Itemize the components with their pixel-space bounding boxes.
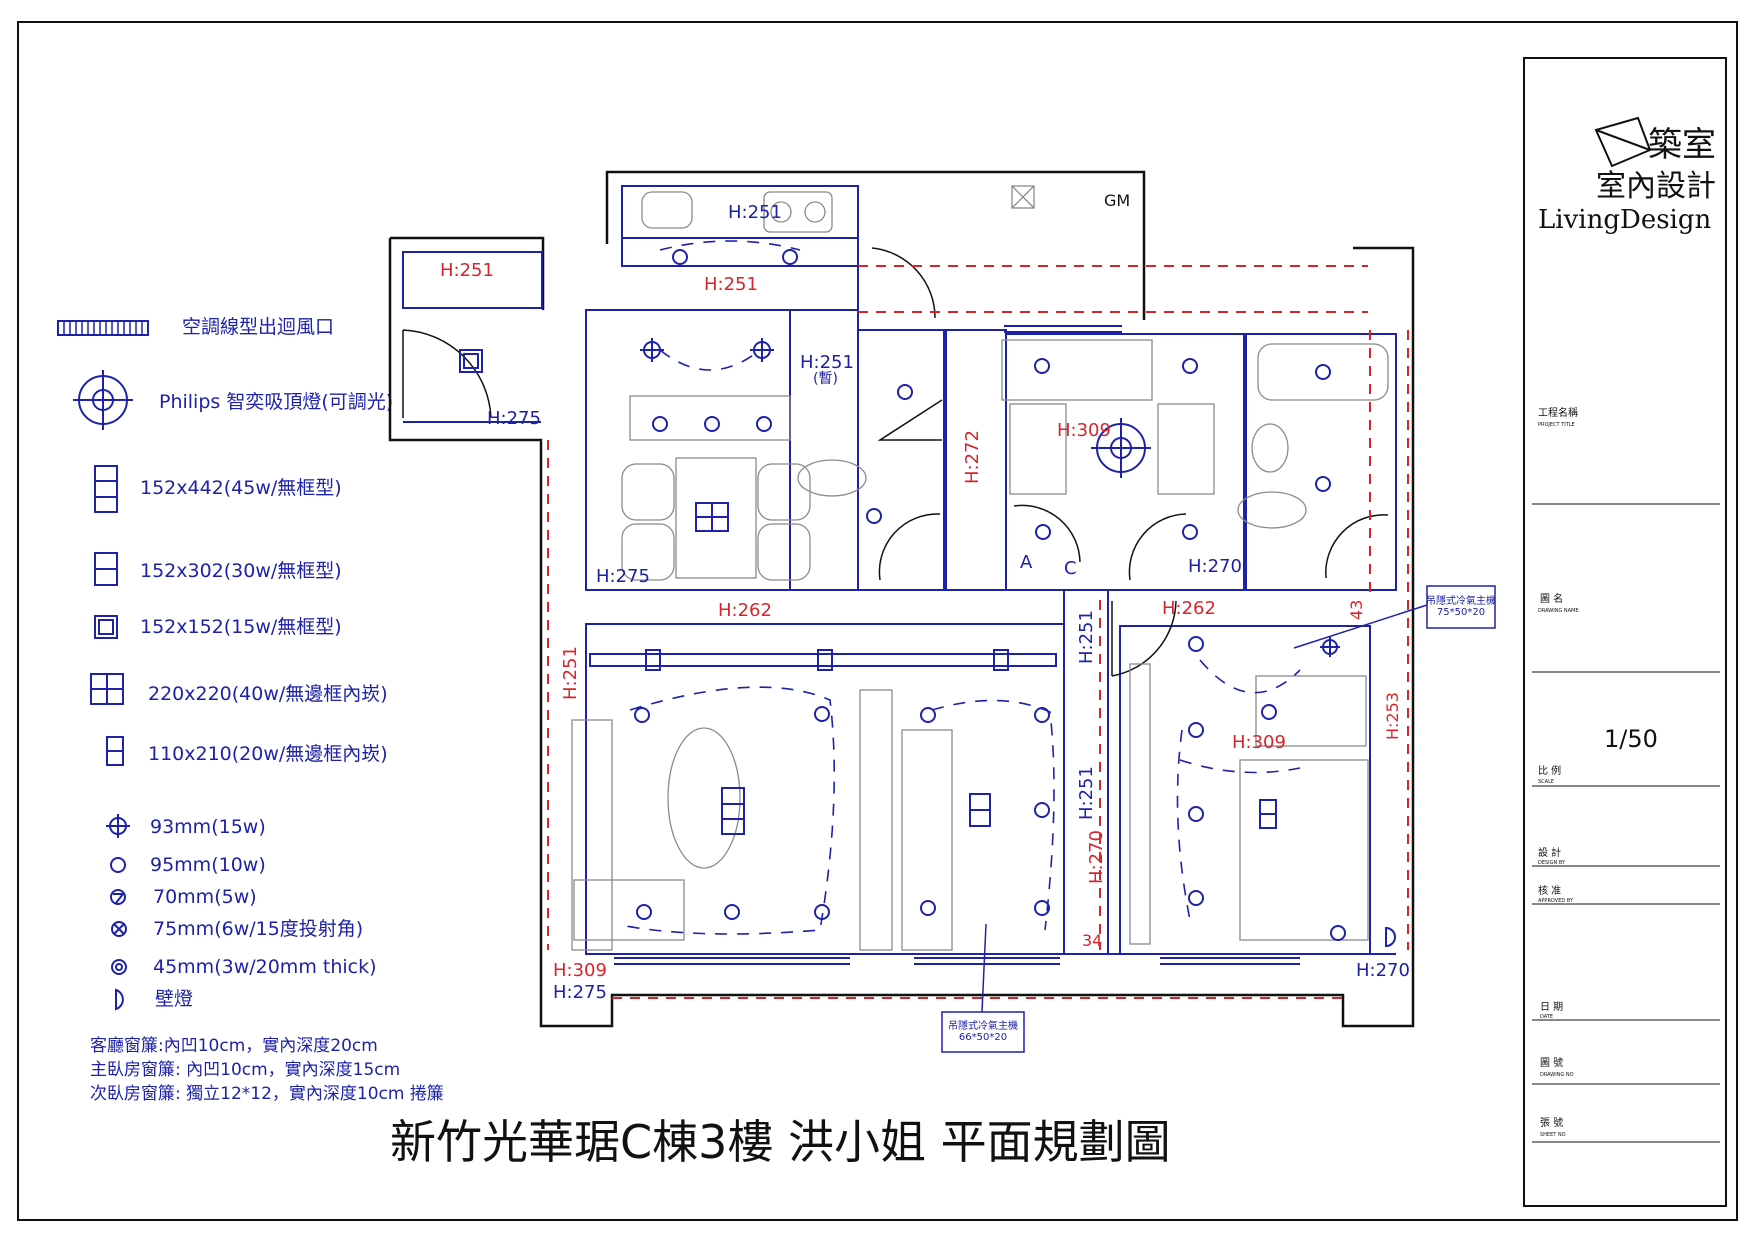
height-label: H:251 — [440, 260, 494, 281]
wall-lamp-icon — [115, 988, 124, 1011]
linear-vent-strip — [589, 649, 1057, 671]
linear-vent-icon — [57, 320, 149, 336]
downlight-70-icon — [110, 889, 126, 905]
legend-label-philips: Philips 智奕吸頂燈(可調光) — [159, 391, 393, 413]
downlight-93-icon — [106, 814, 130, 838]
height-label: H:262 — [1162, 598, 1216, 619]
floor-plan: 吊隱式冷氣主機 75*50*20 吊隱式冷氣主機 66*50*20 H:251 … — [388, 170, 1496, 1053]
project-label-en: PROJECT TITLE — [1538, 422, 1575, 428]
scale-label-en: SCALE — [1538, 779, 1554, 785]
ac-unit-2-line2: 66*50*20 — [959, 1032, 1007, 1043]
height-label: H:309 — [1232, 732, 1286, 753]
height-label: H:270 — [1086, 830, 1107, 884]
date-label: 日 期 — [1540, 1001, 1563, 1013]
height-label: (暫) — [813, 371, 838, 387]
ceiling-contours — [619, 240, 1301, 935]
ac-unit-2-line1: 吊隱式冷氣主機 — [948, 1019, 1018, 1032]
date-label-en: DATE — [1540, 1014, 1553, 1020]
legend-label-152x302: 152x302(30w/無框型) — [140, 560, 342, 582]
height-label: H:251 — [800, 352, 854, 373]
scale-value: 1/50 — [1604, 725, 1658, 753]
drawing-name-label-en: DRAWING NAME — [1538, 608, 1579, 614]
height-label: H:251 — [728, 202, 782, 223]
panel-110x210-icon — [106, 736, 124, 766]
ac-unit-box-1 — [1293, 585, 1496, 649]
height-label: H:275 — [553, 982, 607, 1003]
interior-walls — [402, 185, 1397, 955]
ac-unit-box-2 — [941, 923, 1025, 1053]
height-label: H:270 — [1356, 960, 1410, 981]
legend-label-75: 75mm(6w/15度投射角) — [153, 918, 363, 940]
title-block — [1523, 57, 1727, 1207]
legend-label-110x210: 110x210(20w/無邊框內崁) — [148, 743, 388, 765]
sheet-border — [17, 21, 1738, 1221]
legend-label-220x220: 220x220(40w/無邊框內崁) — [148, 683, 388, 705]
legend-label-95: 95mm(10w) — [150, 854, 266, 876]
logo-text-3: LivingDesign — [1538, 205, 1712, 235]
design-label: 設 計 — [1538, 846, 1561, 859]
windows — [614, 325, 1300, 965]
curtain-note-second: 次臥房窗簾: 獨立12*12，實內深度10cm 捲簾 — [90, 1084, 444, 1104]
legend-label-wall-lamp: 壁燈 — [155, 988, 193, 1010]
ceiling-light-icon — [73, 370, 133, 430]
downlight-95-icon — [110, 857, 126, 873]
panel-152x442-icon — [94, 465, 118, 513]
drawing-no-label: 圖 號 — [1540, 1056, 1563, 1069]
legend-label-45: 45mm(3w/20mm thick) — [153, 956, 377, 978]
sheet-no-label: 張 號 — [1540, 1116, 1563, 1129]
scale-label: 比 例 — [1538, 764, 1561, 777]
gas-meter-mark: GM — [1104, 191, 1130, 210]
logo-text-1: 築室 — [1648, 125, 1716, 165]
furniture — [571, 185, 1389, 951]
legend-label-70: 70mm(5w) — [153, 886, 257, 908]
legend-label-93: 93mm(15w) — [150, 816, 266, 838]
panel-152x152-icon — [94, 615, 118, 639]
height-label: H:262 — [718, 600, 772, 621]
height-label: H:251 — [1076, 766, 1097, 820]
design-label-en: DESIGN BY — [1538, 860, 1566, 866]
check-label-en: APPROVED BY — [1538, 898, 1574, 904]
height-label: H:251 — [560, 646, 581, 700]
ac-unit-1-line2: 75*50*20 — [1437, 607, 1485, 618]
height-label: H:251 — [1076, 610, 1097, 664]
height-label: 43 — [1347, 600, 1366, 620]
height-boundaries — [547, 265, 1409, 999]
legend-label-152x152: 152x152(15w/無框型) — [140, 616, 342, 638]
check-label: 核 准 — [1538, 884, 1561, 897]
height-label: H:309 — [1057, 420, 1111, 441]
curtain-note-master: 主臥房窗簾: 內凹10cm，實內深度15cm — [90, 1060, 400, 1080]
logo-text-2: 室內設計 — [1596, 169, 1716, 204]
door-mark-a: A — [1020, 552, 1033, 573]
height-label: H:251 — [704, 274, 758, 295]
project-label: 工程名稱 — [1538, 406, 1578, 419]
drawing-no-label-en: DRAWING NO — [1540, 1072, 1574, 1078]
height-label: H:272 — [962, 430, 983, 484]
drawing-name-label: 圖 名 — [1540, 592, 1563, 605]
curtain-note-living: 客廳窗簾:內凹10cm，實內深度20cm — [90, 1036, 378, 1056]
light-fixtures — [459, 249, 1396, 948]
height-label: H:270 — [1188, 556, 1242, 577]
spotlight-75-icon — [111, 921, 127, 937]
panel-152x302-icon — [94, 552, 118, 586]
logo-mark-icon — [1594, 116, 1652, 168]
height-label: 34 — [1082, 931, 1102, 950]
legend-label-vent: 空調線型出迴風口 — [182, 316, 334, 338]
height-label: H:253 — [1383, 692, 1402, 740]
door-mark-c: C — [1064, 558, 1077, 579]
drawing-title: 新竹光華琚C棟3樓 洪小姐 平面規劃圖 — [390, 1115, 1171, 1169]
legend-label-152x442: 152x442(45w/無框型) — [140, 477, 342, 499]
legend: 空調線型出迴風口 Philips 智奕吸頂燈(可調光) 152x442(45w/… — [57, 316, 444, 1104]
height-label: H:275 — [596, 566, 650, 587]
height-label: H:275 — [487, 408, 541, 429]
panel-220x220-icon — [90, 673, 124, 705]
ac-unit-1-line1: 吊隱式冷氣主機 — [1426, 594, 1496, 607]
height-label: H:309 — [553, 960, 607, 981]
downlight-45-icon — [111, 959, 127, 975]
sheet-no-label-en: SHEET NO — [1540, 1132, 1566, 1138]
